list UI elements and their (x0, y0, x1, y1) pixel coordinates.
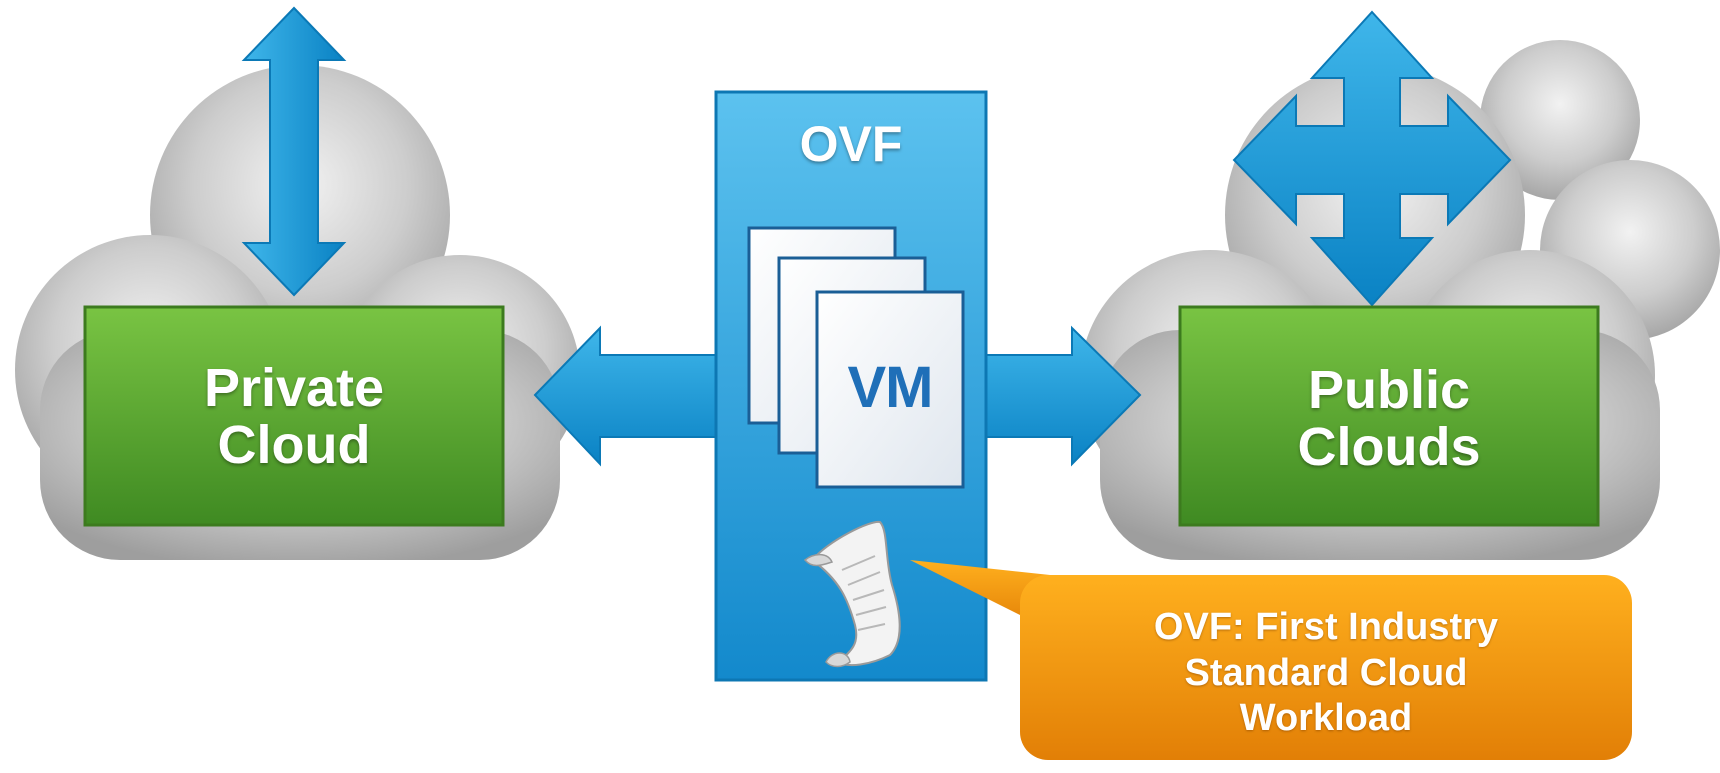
vm-label: VM (847, 355, 934, 420)
document-scroll-icon (803, 520, 901, 668)
private-cloud-box (83, 305, 505, 527)
private-cloud-line-2: Cloud (217, 414, 371, 475)
callout-line-1: OVF: First Industry (1153, 606, 1499, 648)
callout-line-3: Workload (1239, 697, 1413, 740)
public-clouds-box (1178, 305, 1600, 527)
public-clouds-line-2: Clouds (1297, 416, 1481, 477)
ovf-callout-bubble (910, 560, 1632, 760)
ovf-panel-title: OVF (799, 116, 903, 172)
private-cloud-line-1: Private (203, 358, 385, 418)
callout-text: OVF: First Industry Standard Cloud Workl… (1020, 605, 1632, 742)
public-clouds-line-1: Public (1307, 360, 1471, 420)
callout-line-2: Standard Cloud (1184, 651, 1468, 694)
four-way-arrow-icon (1232, 10, 1512, 307)
public-clouds-label: Public Clouds (1180, 362, 1598, 475)
vertical-double-arrow-icon (241, 6, 347, 297)
private-cloud-label: Private Cloud (85, 360, 503, 473)
vm-document-stack-icon (747, 226, 965, 489)
